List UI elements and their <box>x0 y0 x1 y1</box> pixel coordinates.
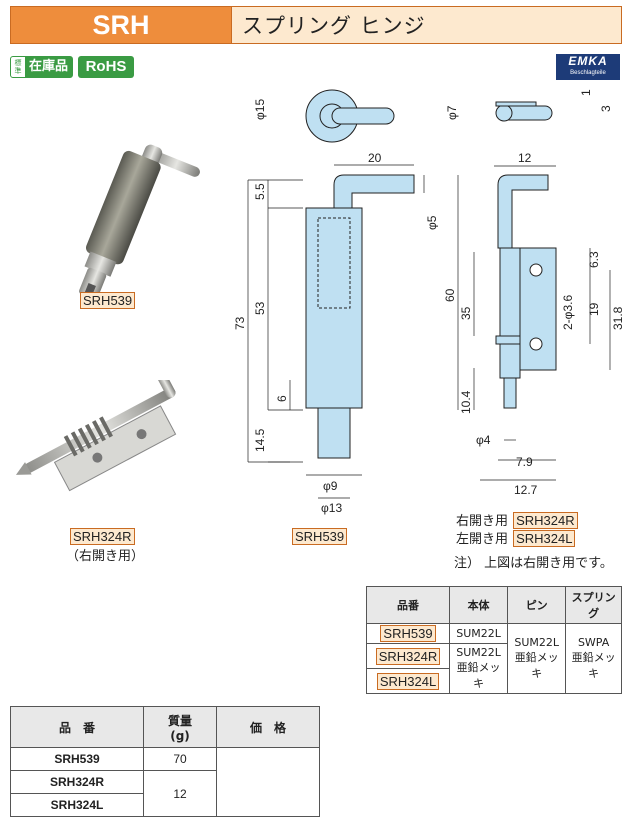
spec-row-part: SRH324L <box>366 668 450 694</box>
right-open-line: 右開き用 SRH324R <box>456 510 578 529</box>
emka-logo: EMKA Beschlagteile <box>556 54 620 80</box>
price-part-srh324l: SRH324L <box>10 793 144 817</box>
emka-logo-text: EMKA <box>568 54 608 68</box>
left-open-prefix: 左開き用 <box>456 532 509 547</box>
dim-d2-3-6: 2-φ3.6 <box>561 295 575 330</box>
right-open-prefix: 右開き用 <box>456 514 509 529</box>
dim-d1: 1 <box>579 89 593 96</box>
dim-d6: 6 <box>275 395 289 402</box>
dim-d5-5: 5.5 <box>253 183 267 200</box>
spec-row-part: SRH539 <box>366 623 450 644</box>
price-mass-srh324: 12 <box>143 770 217 817</box>
drawing1-label: SRH539 <box>292 528 348 545</box>
price-mass-srh539: 70 <box>143 747 217 771</box>
rohs-badge: RoHS <box>78 56 134 78</box>
stock-badge-small: 標準 <box>14 59 22 75</box>
spec-body-srh539: SUM22L <box>448 623 509 644</box>
price-part-srh539: SRH539 <box>10 747 144 771</box>
spec-spring-finish: 亜鉛メッキ <box>571 651 616 680</box>
srh539-photo <box>78 144 200 300</box>
dim-d19: 19 <box>587 302 601 316</box>
dim-d10-4: 10.4 <box>459 390 473 414</box>
stock-badge: 標準 在庫品 <box>10 56 74 78</box>
price-header-price: 価 格 <box>216 706 320 748</box>
spec-part-srh324l: SRH324L <box>376 672 440 690</box>
price-empty-cell <box>320 748 623 817</box>
dim-d4: φ4 <box>476 433 491 447</box>
dim-d13: φ13 <box>321 501 342 515</box>
spec-spring-material: SWPA <box>577 636 610 649</box>
dim-d35: 35 <box>459 306 473 320</box>
figure-note: 注） 上図は右開き用です。 <box>454 556 613 571</box>
spec-body-srh324-material: SUM22L <box>456 646 501 659</box>
spec-body-srh324-finish: 亜鉛メッキ <box>456 661 501 690</box>
stock-badge-main: 在庫品 <box>25 57 73 77</box>
price-header-mass-unit: (g) <box>170 728 190 743</box>
photo2-label: SRH324R <box>70 528 135 545</box>
dim-d7: φ7 <box>445 105 459 120</box>
dim-d53: 53 <box>253 301 267 315</box>
product-code: SRH <box>10 6 232 44</box>
spec-body-srh324: SUM22L 亜鉛メッキ <box>448 643 509 694</box>
spec-part-srh324r: SRH324R <box>375 647 441 665</box>
spec-pin: SUM22L 亜鉛メッキ <box>507 623 567 694</box>
price-part-srh324r: SRH324R <box>10 770 144 794</box>
spec-header-part: 品番 <box>366 586 450 624</box>
spec-header-pin: ピン <box>507 586 567 624</box>
dim-d14-5: 14.5 <box>253 428 267 452</box>
dim-d12-7: 12.7 <box>514 483 538 497</box>
price-value <box>216 747 320 817</box>
spec-spring: SWPA 亜鉛メッキ <box>565 623 622 694</box>
dim-d9: φ9 <box>323 479 338 493</box>
dim-d7-9: 7.9 <box>516 455 533 469</box>
dim-d60: 60 <box>443 288 457 302</box>
dim-d15: φ15 <box>253 99 267 120</box>
spec-part-srh539: SRH539 <box>380 625 436 642</box>
product-title: スプリング ヒンジ <box>232 6 622 44</box>
price-header-mass: 質量 (g) <box>143 706 217 748</box>
dim-d31-8: 31.8 <box>611 306 625 330</box>
emka-logo-sub: Beschlagteile <box>570 70 606 76</box>
photo1-label: SRH539 <box>80 292 136 309</box>
price-header-part: 品 番 <box>10 706 144 748</box>
srh324r-photo <box>15 380 177 492</box>
spec-table: 品番 本体 ピン スプリング SRH539 SUM22L SUM22L 亜鉛メッ… <box>366 586 622 694</box>
price-header-mass-label: 質量 <box>167 713 192 728</box>
spec-row-part: SRH324R <box>366 643 450 669</box>
dim-d20: 20 <box>368 151 382 165</box>
srh539-drawing: φ15 20 5.5 φ5 73 53 6 14.5 φ9 φ13 <box>233 89 438 515</box>
spec-header-spring: スプリング <box>565 586 622 624</box>
price-table: 品 番 質量 (g) 価 格 SRH539 70 SRH324R 12 SRH3… <box>10 706 622 817</box>
spec-header-body: 本体 <box>448 586 509 624</box>
dim-d6-3: 6.3 <box>587 251 601 268</box>
dim-d12: 12 <box>518 151 532 165</box>
right-open-code: SRH324R <box>513 512 578 529</box>
spec-pin-material: SUM22L <box>514 636 560 649</box>
left-open-line: 左開き用 SRH324L <box>456 528 576 547</box>
price-empty <box>319 706 622 748</box>
dim-d3: 3 <box>599 105 613 112</box>
spec-pin-finish: 亜鉛メッキ <box>514 651 559 680</box>
dim-d5: φ5 <box>425 215 438 230</box>
srh324-drawing: φ7 1 3 12 60 6.3 2-φ3.6 35 19 31.8 10.4 … <box>443 89 625 497</box>
left-open-code: SRH324L <box>513 530 576 547</box>
dim-d73: 73 <box>233 316 247 330</box>
photo2-note: （右開き用） <box>66 549 145 564</box>
